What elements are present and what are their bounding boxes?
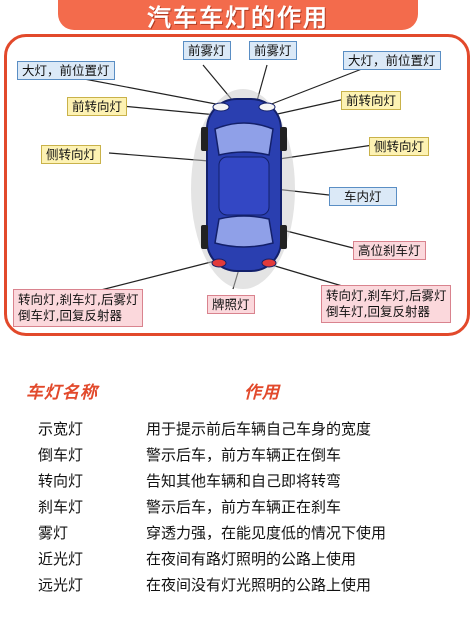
table-row: 远光灯 在夜间没有灯光照明的公路上使用	[0, 574, 475, 598]
label-headlight-left: 大灯，前位置灯	[17, 61, 115, 80]
label-high-brake-light: 高位刹车灯	[353, 241, 426, 260]
label-front-fog-right: 前雾灯	[249, 41, 297, 60]
light-function: 警示后车，前方车辆正在倒车	[146, 446, 342, 464]
label-rear-lights-left: 转向灯,刹车灯,后雾灯 倒车灯,回复反射器	[13, 289, 144, 327]
car-light-diagram: 前雾灯 前雾灯 大灯，前位置灯 大灯，前位置灯 前转向灯 前转向灯 侧转向灯 侧…	[4, 34, 470, 336]
car-illustration	[78, 64, 374, 292]
label-headlight-right: 大灯，前位置灯	[343, 51, 441, 70]
taillight-left	[211, 258, 227, 268]
label-side-turn-right: 侧转向灯	[369, 137, 430, 156]
page-title: 汽车车灯的作用	[147, 3, 329, 32]
label-rear-left-line2: 倒车灯,回复反射器	[18, 308, 122, 323]
label-rear-left-line1: 转向灯,刹车灯,后雾灯	[18, 292, 139, 307]
label-front-fog-left: 前雾灯	[183, 41, 231, 60]
light-name: 雾灯	[38, 524, 69, 542]
label-front-turn-right: 前转向灯	[341, 91, 402, 110]
light-name: 刹车灯	[38, 498, 84, 516]
label-interior-light: 车内灯	[329, 187, 397, 206]
table-row: 转向灯 告知其他车辆和自己即将转弯	[0, 470, 475, 494]
table-row: 雾灯 穿透力强，在能见度低的情况下使用	[0, 522, 475, 546]
headlight-left	[212, 102, 230, 112]
light-function: 告知其他车辆和自己即将转弯	[146, 472, 342, 490]
light-name: 示宽灯	[38, 420, 84, 438]
label-front-turn-left: 前转向灯	[67, 97, 128, 116]
label-rear-right-line1: 转向灯,刹车灯,后雾灯	[326, 288, 447, 303]
label-license-plate-light: 牌照灯	[207, 295, 255, 314]
light-function-table: 车灯名称 作用 示宽灯 用于提示前后车辆自己车身的宽度 倒车灯 警示后车，前方车…	[0, 340, 475, 628]
table-header-name: 车灯名称	[26, 383, 98, 403]
light-function: 在夜间有路灯照明的公路上使用	[146, 550, 357, 568]
taillight-right	[261, 258, 277, 268]
light-name: 倒车灯	[38, 446, 84, 464]
light-name: 远光灯	[38, 576, 84, 594]
label-side-turn-left: 侧转向灯	[41, 145, 102, 164]
table-header-function: 作用	[244, 383, 280, 403]
headlight-right	[258, 102, 276, 112]
label-rear-lights-right: 转向灯,刹车灯,后雾灯 倒车灯,回复反射器	[321, 285, 452, 323]
light-function: 警示后车，前方车辆正在刹车	[146, 498, 342, 516]
table-row: 示宽灯 用于提示前后车辆自己车身的宽度	[0, 418, 475, 442]
table-row: 倒车灯 警示后车，前方车辆正在倒车	[0, 444, 475, 468]
light-function: 在夜间没有灯光照明的公路上使用	[146, 576, 372, 594]
table-row: 刹车灯 警示后车，前方车辆正在刹车	[0, 496, 475, 520]
light-function: 穿透力强，在能见度低的情况下使用	[146, 524, 387, 542]
label-rear-right-line2: 倒车灯,回复反射器	[326, 304, 430, 319]
light-function: 用于提示前后车辆自己车身的宽度	[146, 420, 372, 438]
light-name: 近光灯	[38, 550, 84, 568]
title-banner: 汽车车灯的作用	[58, 0, 418, 32]
light-name: 转向灯	[38, 472, 84, 490]
table-row: 近光灯 在夜间有路灯照明的公路上使用	[0, 548, 475, 572]
